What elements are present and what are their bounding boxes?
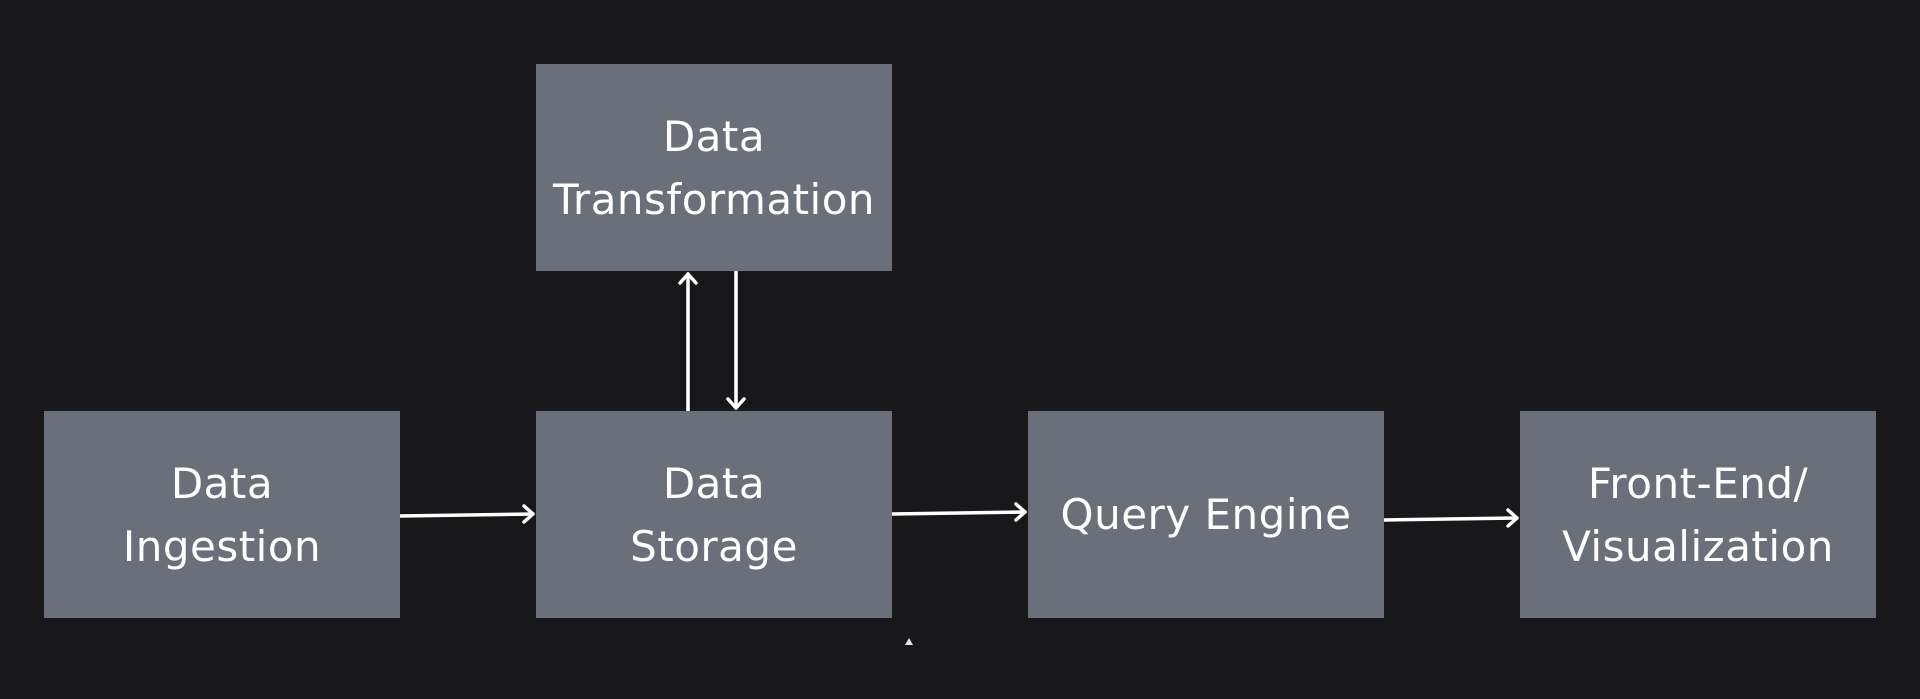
node-label: Data Ingestion — [122, 458, 322, 571]
node-frontend-visualization[interactable]: Front-End/ Visualization — [1520, 411, 1876, 618]
edge-storage-to-query — [890, 502, 1027, 522]
node-label: Query Engine — [1060, 490, 1352, 539]
node-query-engine[interactable]: Query Engine — [1028, 411, 1384, 618]
node-data-ingestion[interactable]: Data Ingestion — [44, 411, 400, 618]
edge-storage-to-transformation — [678, 272, 698, 413]
node-data-transformation[interactable]: Data Transformation — [536, 64, 892, 271]
edge-query-to-frontend — [1382, 508, 1519, 528]
node-label: Data Storage — [630, 458, 798, 571]
caret-up-icon — [905, 638, 913, 645]
node-label: Data Transformation — [552, 111, 876, 224]
node-data-storage[interactable]: Data Storage — [536, 411, 892, 618]
node-label: Front-End/ Visualization — [1562, 458, 1834, 571]
edge-transformation-to-storage — [726, 269, 746, 410]
edge-ingestion-to-storage — [398, 504, 535, 524]
